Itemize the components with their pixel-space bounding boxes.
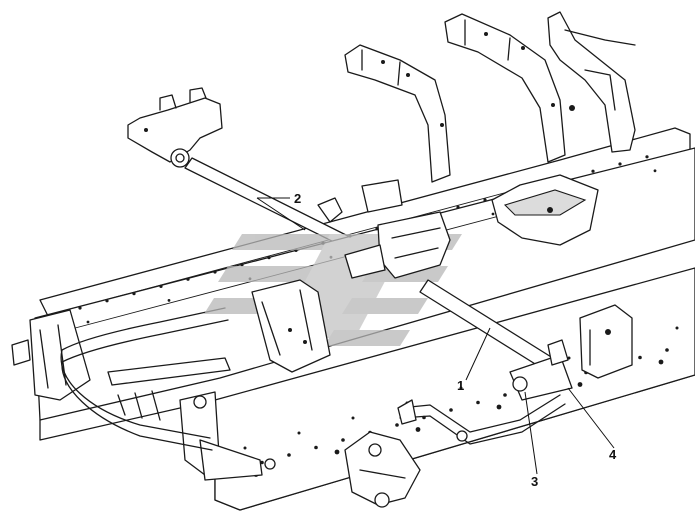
callout-leaders	[256, 197, 615, 475]
frame-hole	[105, 299, 109, 303]
frame-hole	[476, 400, 480, 405]
frame-hole	[395, 423, 399, 427]
frame-hole	[483, 198, 487, 202]
callout-1: 1	[457, 378, 464, 393]
frame-hole	[240, 263, 244, 267]
frame-hole	[351, 416, 355, 420]
linkage-tubes	[60, 307, 231, 451]
frame-hole	[459, 386, 463, 390]
frame-hole	[496, 404, 502, 410]
stabilizer-bar-1	[419, 279, 573, 401]
frame-hole	[415, 427, 421, 432]
frame-hole	[132, 292, 136, 296]
frame-hole	[186, 277, 190, 281]
frame-hole	[341, 438, 345, 442]
lower-link-rod	[397, 394, 566, 445]
frame-hole	[675, 326, 679, 330]
center-bracket	[251, 279, 331, 373]
upright-brackets	[344, 11, 636, 183]
frame-hole	[213, 270, 217, 274]
frame-hole	[618, 162, 622, 166]
front-crossmember	[11, 309, 276, 481]
frame-hole	[591, 169, 595, 173]
spring-bracket-bottom	[344, 431, 421, 508]
callout-2: 2	[294, 191, 301, 206]
frame-hole	[638, 355, 642, 360]
frame-hole	[78, 306, 82, 310]
frame-hole	[577, 382, 583, 387]
frame-hole	[645, 155, 649, 159]
frame-hole	[503, 393, 507, 397]
frame-hole	[653, 169, 657, 173]
frame-hole	[267, 256, 271, 260]
frame-hole	[658, 359, 664, 365]
stabilizer-mount-left	[127, 87, 223, 168]
frame-hole	[86, 320, 90, 324]
frame-hole	[159, 284, 163, 288]
frame-hole	[449, 408, 453, 412]
stabilizer-mount-center	[344, 179, 451, 279]
frame-hole	[314, 445, 318, 450]
frame-hole	[287, 453, 291, 457]
frame-hole	[665, 348, 669, 352]
callout-4: 4	[609, 447, 617, 462]
frame-hole	[334, 449, 340, 455]
frame-hole	[456, 205, 460, 209]
frame-hole	[167, 299, 171, 302]
frame-hole	[491, 212, 495, 216]
rear-bracket-right	[579, 304, 633, 379]
callout-3: 3	[531, 474, 538, 489]
engine-mount-pad	[491, 174, 599, 246]
frame-hole	[297, 431, 301, 435]
frame-hole	[243, 446, 247, 450]
